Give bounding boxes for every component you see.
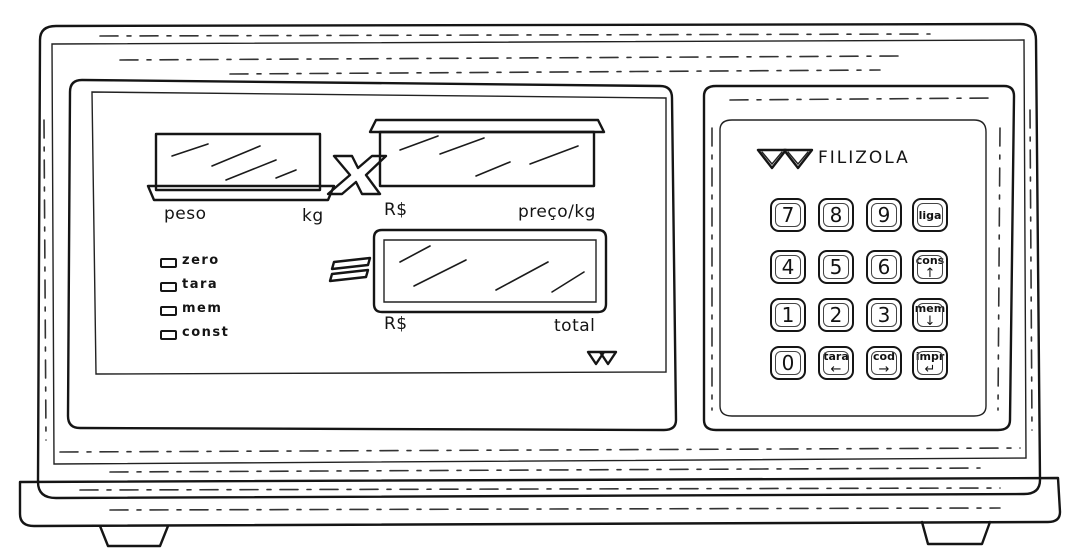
keypad-panel [702,84,1016,432]
key-3-label: 3 [877,303,891,327]
enter-icon: ↵ [924,361,936,377]
arrow-left-icon: ← [830,361,842,377]
total-display-currency-label: R$ [384,314,408,334]
key-tara[interactable]: tara← [818,346,854,380]
housing-inner-rim [51,39,1027,465]
indicator-zero-label: zero [182,253,220,268]
key-liga-label: liga [918,208,942,222]
key-7-label: 7 [781,203,795,227]
key-6[interactable]: 6 [866,250,902,284]
keypad-panel-inner [719,119,987,417]
key-5-label: 5 [829,255,843,279]
weight-display-left-label: peso [164,204,207,224]
scale-base [18,476,1062,528]
display-panel-inner [91,91,667,375]
key-1[interactable]: 1 [770,298,806,332]
key-2-label: 2 [829,303,843,327]
key-8[interactable]: 8 [818,198,854,232]
brand-name: FILIZOLA [818,148,910,168]
weight-display [154,132,322,192]
key-cons[interactable]: cons↑ [912,250,948,284]
indicator-tara-label: tara [182,277,219,292]
key-4[interactable]: 4 [770,250,806,284]
arrow-right-icon: → [878,361,890,377]
key-0-label: 0 [781,351,795,375]
indicator-const-lamp [160,330,177,340]
key-tara-label: tara [823,349,849,363]
key-7[interactable]: 7 [770,198,806,232]
arrow-down-icon: ↓ [924,313,936,329]
key-6-label: 6 [877,255,891,279]
key-9-label: 9 [877,203,891,227]
price-display-unit-label: preço/kg [518,202,596,222]
key-impr[interactable]: impr↵ [912,346,948,380]
key-0[interactable]: 0 [770,346,806,380]
key-cod[interactable]: cod→ [866,346,902,380]
indicator-const-label: const [182,325,230,340]
indicator-mem-label: mem [182,301,223,316]
weight-display-unit-label: kg [302,206,324,226]
key-3[interactable]: 3 [866,298,902,332]
price-display-currency-label: R$ [384,200,408,220]
total-display [372,228,608,314]
key-8-label: 8 [829,203,843,227]
indicator-zero-lamp [160,258,177,268]
filizola-logo-icon [756,148,814,170]
key-cod-label: cod [873,349,895,363]
scale-housing [36,22,1042,500]
key-cons-label: cons [915,253,945,267]
equals-sign [328,256,372,283]
key-liga[interactable]: liga [912,198,948,232]
key-5[interactable]: 5 [818,250,854,284]
panel-logo-icon [586,350,618,366]
foot-left [98,524,170,548]
multiply-sign [326,154,388,196]
key-impr-label: impr [915,349,945,363]
price-display [368,118,606,134]
key-1-label: 1 [781,303,795,327]
indicator-tara-lamp [160,282,177,292]
key-4-label: 4 [781,255,795,279]
display-panel [66,78,678,432]
foot-right [920,520,992,546]
indicator-mem-lamp [160,306,177,316]
total-display-label: total [554,316,596,336]
key-mem[interactable]: mem↓ [912,298,948,332]
key-9[interactable]: 9 [866,198,902,232]
key-2[interactable]: 2 [818,298,854,332]
key-mem-label: mem [914,301,946,315]
arrow-up-icon: ↑ [924,265,936,281]
